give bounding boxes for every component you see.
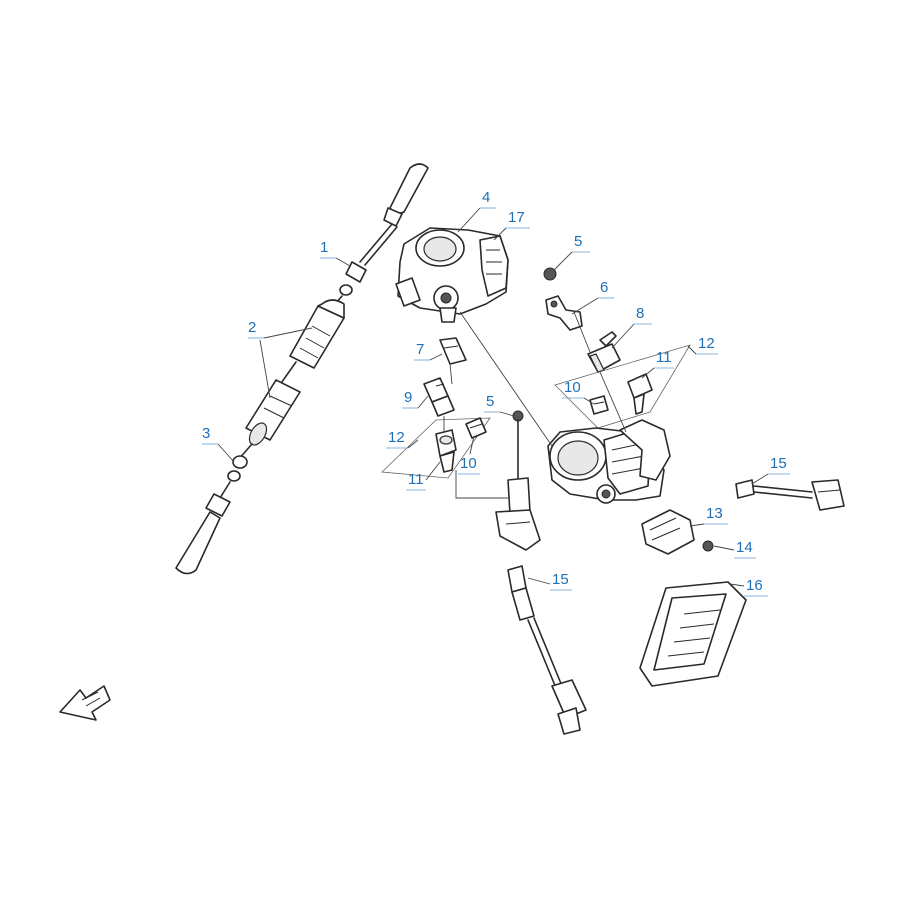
ball-joint-5-upper	[543, 267, 557, 281]
seal-10-right	[589, 395, 609, 415]
upper-throttle-body	[395, 227, 509, 323]
callout-16: 16	[746, 577, 763, 594]
callout-12-left: 12	[388, 429, 405, 446]
callout-4: 4	[482, 189, 490, 206]
callout-6: 6	[600, 279, 608, 296]
nut-14	[702, 540, 714, 552]
bracket-7	[439, 337, 467, 365]
sensor-block-13	[641, 509, 695, 555]
callout-3: 3	[202, 425, 210, 442]
callout-11-left: 11	[408, 471, 424, 488]
callout-1: 1	[320, 239, 328, 256]
connector-9	[423, 377, 455, 417]
o2-sensor-15-lower	[507, 565, 587, 735]
callout-15-lower: 15	[552, 571, 569, 588]
injector-11-left	[435, 429, 457, 473]
callout-9: 9	[404, 389, 412, 406]
linkage-5-lower	[495, 410, 541, 551]
sensor-8	[587, 331, 621, 373]
callout-2: 2	[248, 319, 256, 336]
callout-5-upper: 5	[574, 233, 582, 250]
callout-8: 8	[636, 305, 644, 322]
injector-11-right	[627, 373, 653, 415]
callout-5-lower: 5	[486, 393, 494, 410]
ecu-16	[639, 581, 747, 687]
group-outline-left	[381, 417, 491, 479]
callout-10-left: 10	[460, 455, 477, 472]
o2-sensor-15-right	[735, 479, 845, 511]
lever-6	[545, 295, 583, 331]
callout-15-right: 15	[770, 455, 787, 472]
group-outline-right	[554, 344, 691, 429]
fwd-arrow-icon	[59, 685, 111, 721]
connection-lines	[443, 311, 627, 499]
callout-labels: 1 2 3 4 17 5 6 8 12 11	[202, 189, 790, 597]
main-throttle-body	[547, 419, 671, 504]
callout-14: 14	[736, 539, 753, 556]
seal-10-left	[465, 417, 487, 439]
callout-7: 7	[416, 341, 424, 358]
callout-11-right: 11	[656, 349, 672, 366]
callout-17: 17	[508, 209, 525, 226]
callout-13: 13	[706, 505, 723, 522]
callout-12-right: 12	[698, 335, 715, 352]
callout-10-right: 10	[564, 379, 581, 396]
throttle-cable-assembly	[175, 163, 429, 575]
